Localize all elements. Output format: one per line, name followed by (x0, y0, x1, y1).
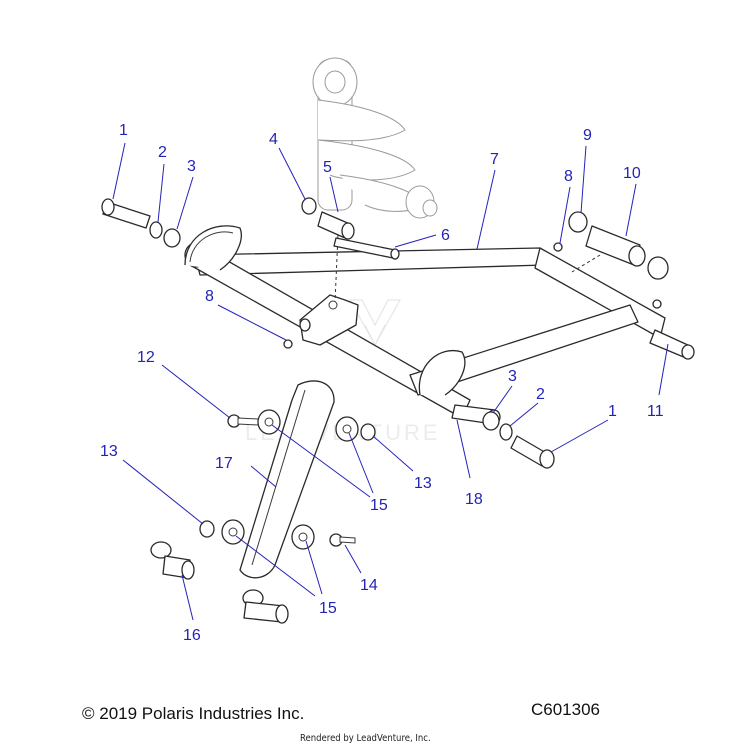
callout-1-upper: 1 (119, 122, 128, 139)
callout-1-lower: 1 (608, 403, 617, 420)
nut-link-lower (199, 520, 215, 538)
nut-link-upper (360, 423, 376, 441)
bolt-link-upper (227, 414, 259, 428)
callout-10: 10 (623, 165, 641, 182)
callout-16: 16 (183, 627, 201, 644)
bushing-upper-right (585, 225, 646, 267)
washer-upper-right (568, 211, 588, 233)
callout-2-lower: 2 (536, 386, 545, 403)
hardware-parts (101, 197, 669, 624)
grease-fitting-left (283, 339, 293, 349)
nut-upper (301, 197, 317, 215)
bolt-lower-right (510, 435, 555, 469)
callout-numbers: 1 2 3 4 5 6 7 8 9 10 8 11 12 3 2 1 13 17… (100, 122, 664, 644)
callout-15-upper: 15 (370, 497, 388, 514)
rendered-by-credit: Rendered by LeadVenture, Inc. (300, 733, 431, 744)
figure-id: C601306 (531, 700, 601, 719)
shock-absorber-ghost (312, 57, 438, 219)
callout-11: 11 (647, 403, 664, 420)
callout-15-lower: 15 (319, 600, 337, 617)
callout-13-left: 13 (100, 443, 118, 460)
flat-washer-lower-right (482, 411, 500, 431)
callout-9: 9 (583, 127, 592, 144)
washer-upper-left (149, 221, 163, 239)
callout-3-lower: 3 (508, 368, 517, 385)
callout-12: 12 (137, 349, 155, 366)
washer-far-right (647, 256, 669, 280)
washers-link (221, 409, 359, 550)
pin-upper (333, 237, 400, 260)
callout-13-right: 13 (414, 475, 432, 492)
bushing-link-lower (242, 589, 289, 624)
washer-lower-right (499, 423, 513, 441)
bushing-link-upper (150, 541, 195, 580)
callout-2-upper: 2 (158, 144, 167, 161)
grease-fitting-upper-right (553, 242, 563, 252)
callout-3-upper: 3 (187, 158, 196, 175)
bolt-upper-left (101, 198, 151, 229)
flat-washer-upper-left (163, 228, 181, 248)
leader-lines (112, 142, 669, 621)
callout-14: 14 (360, 577, 378, 594)
a-arm-frame (184, 225, 695, 425)
callout-8-left: 8 (205, 288, 214, 305)
callout-6: 6 (441, 227, 450, 244)
callout-17: 17 (215, 455, 233, 472)
copyright-notice: © 2019 Polaris Industries Inc. (82, 704, 305, 723)
callout-4: 4 (269, 131, 278, 148)
callout-18: 18 (465, 491, 483, 508)
bolt-link-lower (329, 533, 356, 547)
grease-fitting-right (652, 299, 662, 309)
callout-7: 7 (490, 151, 499, 168)
callout-5: 5 (323, 159, 332, 176)
bushing-upper (317, 211, 355, 240)
link-plate (239, 380, 335, 579)
callout-8-upper: 8 (564, 168, 573, 185)
